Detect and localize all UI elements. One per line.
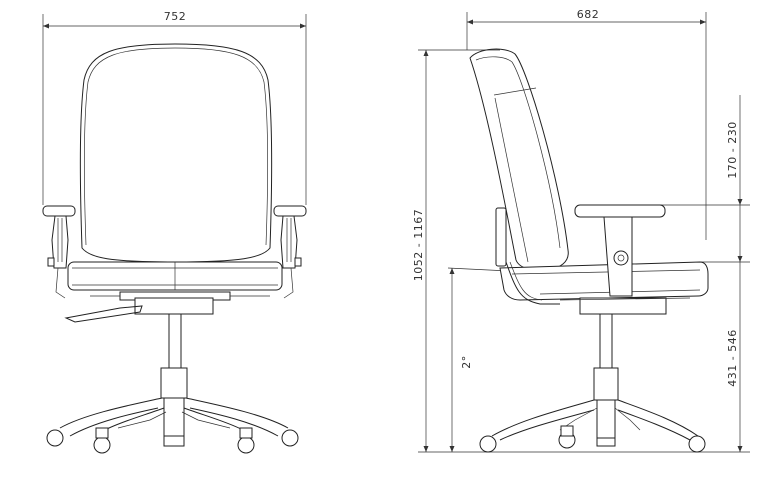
side-total-height-dimension: 1052 - 1167 [412, 49, 750, 453]
front-right-armrest [273, 205, 307, 299]
front-view: 752 [42, 10, 307, 454]
side-armrest [574, 204, 666, 297]
side-total-height-label: 1052 - 1167 [412, 209, 425, 281]
front-backrest [79, 43, 273, 263]
front-left-armrest [42, 205, 76, 299]
side-armrest-height-label: 170 - 230 [726, 121, 739, 178]
side-star-base [491, 399, 699, 441]
front-width-label: 752 [164, 10, 187, 23]
side-depth-label: 682 [577, 8, 600, 21]
front-seat [67, 261, 283, 291]
side-angle-label: 2° [460, 355, 473, 369]
side-seat-height-dimension: 431 - 546 [700, 261, 750, 452]
side-armrest-height-dimension: 170 - 230 [660, 95, 750, 262]
side-depth-dimension: 682 [466, 8, 707, 240]
front-width-dimension: 752 [42, 10, 307, 205]
side-casters [479, 425, 706, 453]
side-mechanism [559, 297, 691, 315]
front-star-base [59, 397, 289, 437]
side-gas-column [593, 313, 619, 443]
side-back-bracket [495, 207, 560, 305]
front-casters [46, 427, 299, 454]
side-backrest [469, 48, 569, 272]
side-seat [499, 261, 709, 301]
side-seat-height-label: 431 - 546 [726, 329, 739, 386]
side-view: 682 1052 - 1167 2° 170 - 230 [412, 8, 750, 453]
front-gas-column [160, 313, 188, 439]
front-mechanism [64, 291, 270, 323]
